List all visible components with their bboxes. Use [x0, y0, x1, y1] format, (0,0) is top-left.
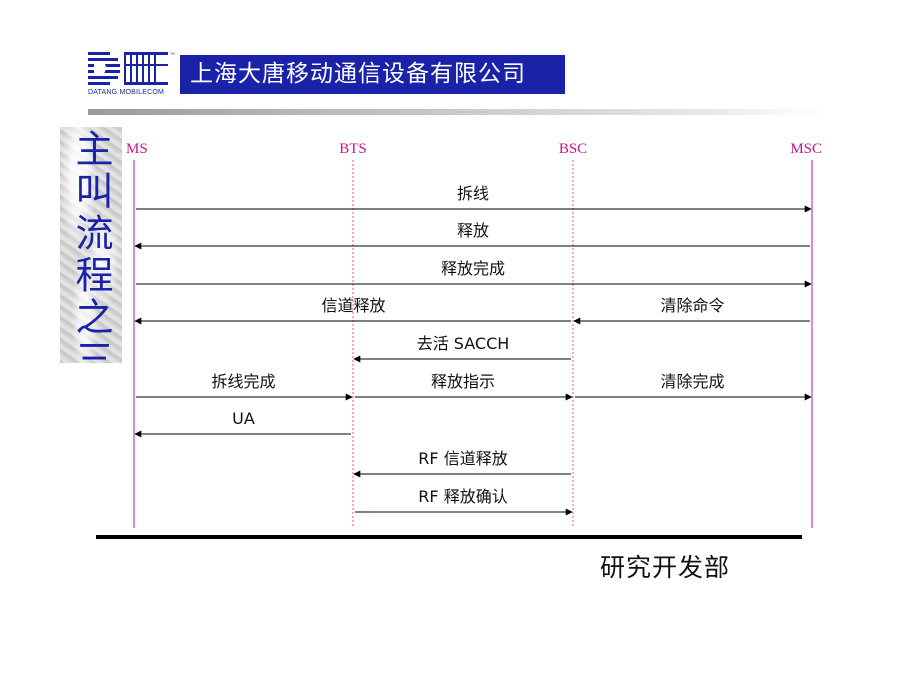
logo-caption: DATANG MOBILECOM [88, 89, 165, 96]
message-label: 拆线完成 [211, 372, 275, 391]
message-label: RF 释放确认 [418, 487, 507, 506]
message-10: RF 信道释放 [353, 449, 571, 478]
side-title: 主叫流程之三 [69, 129, 113, 363]
message-label: 信道释放 [321, 296, 385, 315]
message-4: 清除命令 [573, 296, 810, 325]
message-5: 去活 SACCH [353, 334, 571, 363]
message-label: 清除完成 [660, 372, 724, 391]
message-2: 释放完成 [136, 259, 812, 288]
company-name: 上海大唐移动通信设备有限公司 [180, 55, 565, 94]
trademark-mark: ™ [170, 52, 175, 58]
message-8: 清除完成 [575, 372, 812, 401]
message-label: 拆线 [457, 184, 489, 203]
entity-label-msc: MSC [790, 141, 822, 157]
entity-label-ms: MS [126, 141, 148, 157]
message-3: 信道释放 [134, 296, 571, 325]
datang-logo: ™ [88, 52, 175, 85]
entity-label-bts: BTS [339, 141, 367, 157]
message-6: 拆线完成 [136, 372, 353, 401]
message-label: 释放 [457, 221, 489, 240]
message-11: RF 释放确认 [355, 487, 573, 516]
message-label: RF 信道释放 [418, 449, 507, 468]
message-7: 释放指示 [355, 372, 573, 401]
department-label: 研究开发部 [600, 553, 731, 582]
message-label: 释放指示 [431, 372, 495, 391]
message-label: 去活 SACCH [417, 334, 510, 353]
footer-divider [96, 535, 802, 539]
header-divider [88, 109, 824, 115]
entity-label-bsc: BSC [559, 141, 587, 157]
message-1: 释放 [134, 221, 810, 250]
message-9: UA [134, 409, 351, 438]
side-title-panel: 主叫流程之三 [60, 127, 122, 363]
message-label: UA [232, 409, 255, 428]
message-0: 拆线 [136, 184, 812, 213]
message-label: 清除命令 [660, 296, 724, 315]
message-label: 释放完成 [441, 259, 505, 278]
